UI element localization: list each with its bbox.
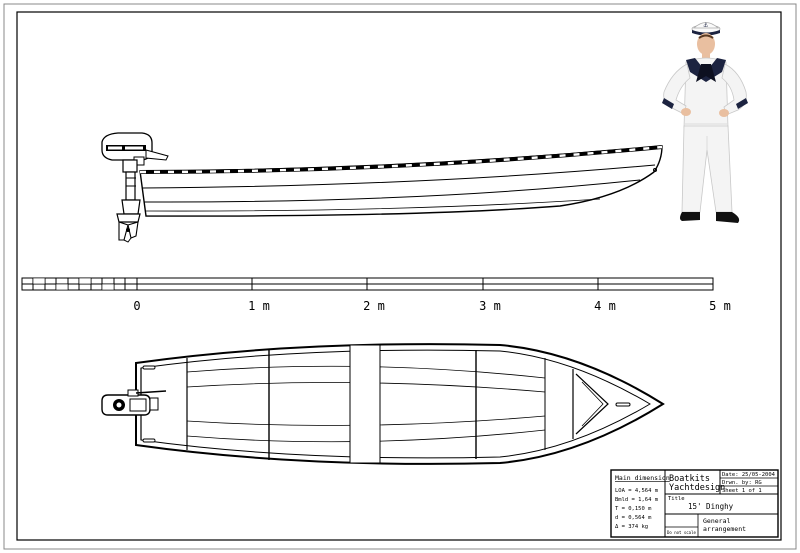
sailor-figure-icon: ⚓: [662, 22, 748, 223]
gunwale-rubrail-stripes: [139, 145, 663, 174]
scale-label-3m: 3 m: [479, 299, 501, 313]
scale-label-1m: 1 m: [248, 299, 270, 313]
outboard-motor-side-icon: [101, 132, 169, 243]
drawing-subtitle-line2: arrangement: [703, 525, 746, 533]
drawing-subtitle-line1: General: [703, 517, 730, 525]
hull-strake-lower: [143, 179, 641, 203]
dimension-loa: LOA = 4,564 m: [615, 488, 659, 494]
keel-line: [145, 198, 601, 212]
stern-cleat-icon: [142, 365, 156, 370]
company-name: Boatkits: [669, 474, 710, 484]
scale-bar: 0 1 m 2 m 3 m 4 m 5 m: [21, 277, 731, 313]
hull-strake-upper: [141, 164, 656, 189]
dimension-bmld: Bmld = 1,64 m: [615, 497, 659, 503]
plan-inner-gunwale: [140, 349, 651, 459]
sheet-inner-border: [16, 11, 782, 541]
scale-label-5m: 5 m: [709, 299, 731, 313]
drawn-by: Drwn. by: RG: [722, 480, 762, 486]
dimension-displacement: Δ = 374 kg: [615, 524, 648, 530]
stern-cleat-icon: [142, 438, 156, 443]
plan-hull-outline: [135, 343, 665, 465]
dimension-depth: d = 0,564 m: [615, 515, 652, 521]
outboard-motor-plan-icon: [101, 389, 167, 416]
title-block: Main dimension LOA = 4,564 m Bmld = 1,64…: [610, 469, 779, 538]
dimension-draft: T = 0,150 m: [615, 506, 652, 512]
company-subname: Yachtdesign: [669, 483, 725, 493]
title-label: Title: [668, 496, 685, 502]
drawing-title: 15' Dinghy: [688, 502, 734, 511]
scale-label-4m: 4 m: [594, 299, 616, 313]
bow-eye-icon: [653, 168, 657, 172]
main-dimension-header: Main dimension: [615, 474, 670, 482]
bow-cleat-icon: [615, 402, 631, 407]
center-thwart: [349, 344, 381, 464]
side-hull-outline: [139, 145, 663, 217]
scale-label-0: 0: [133, 299, 140, 313]
sheet-outer-border: [3, 3, 797, 550]
side-profile-view: [139, 145, 663, 217]
sheet-number: Sheet 1 of 1: [722, 488, 762, 494]
bow-deck: [575, 373, 609, 435]
plan-view: [135, 343, 665, 465]
svg-text:⚓: ⚓: [703, 22, 708, 29]
drawing-date: Date: 25/05-2004: [722, 472, 776, 478]
not-to-scale-note: Do not scale: [667, 530, 696, 535]
scale-label-2m: 2 m: [363, 299, 385, 313]
